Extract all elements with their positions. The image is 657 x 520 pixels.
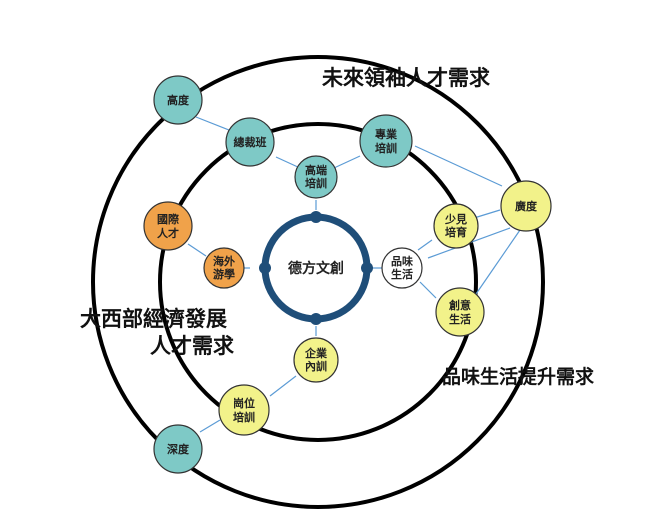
connector-gaodu-zongcai bbox=[195, 116, 235, 133]
node-shendu: 深度 bbox=[153, 424, 203, 474]
core-hub-label: 德方文創 bbox=[288, 260, 344, 277]
label-quality-life: 品味生活提升需求 bbox=[442, 365, 595, 388]
connector-pinwei-chuangyi bbox=[419, 281, 437, 299]
middle-ring bbox=[158, 122, 478, 442]
node-gaodu: 高度 bbox=[153, 75, 203, 125]
label-western-dev-line1: 大西部經濟發展 bbox=[80, 307, 227, 331]
svg-text:培訓: 培訓 bbox=[233, 410, 255, 424]
connector-zhuanye-guangdu bbox=[414, 145, 503, 187]
svg-text:廣度: 廣度 bbox=[515, 199, 538, 213]
svg-text:國際: 國際 bbox=[157, 212, 180, 226]
core-dot-top bbox=[310, 211, 322, 223]
node-pinwei: 品味 生活 bbox=[381, 247, 423, 289]
node-zhuanye: 專業 培訓 bbox=[359, 114, 413, 168]
svg-text:內訓: 內訓 bbox=[305, 359, 327, 373]
connector-gaoduan-zhuanye bbox=[333, 155, 361, 169]
node-qiye: 企業 內訓 bbox=[293, 337, 339, 383]
node-zongcaiban: 總裁班 bbox=[225, 117, 275, 167]
svg-text:品味: 品味 bbox=[391, 254, 413, 268]
connector-guangdu-shaojian bbox=[473, 209, 501, 219]
core-dot-right bbox=[361, 262, 373, 274]
svg-text:培訓: 培訓 bbox=[375, 141, 397, 155]
svg-text:人才: 人才 bbox=[157, 226, 179, 240]
connector-zongcai-gaoduan bbox=[275, 156, 301, 169]
svg-text:創意: 創意 bbox=[448, 298, 471, 312]
svg-text:培育: 培育 bbox=[445, 225, 467, 239]
core-dot-left bbox=[259, 262, 271, 274]
connector-qiye-gangwei bbox=[269, 375, 297, 397]
svg-text:深度: 深度 bbox=[167, 442, 190, 456]
node-guangdu: 廣度 bbox=[500, 180, 552, 232]
node-guoji: 國際 人才 bbox=[143, 201, 193, 251]
label-western-dev-line2: 人才需求 bbox=[150, 334, 234, 358]
label-future-talent: 未來領袖人才需求 bbox=[322, 66, 490, 90]
svg-text:生活: 生活 bbox=[449, 312, 471, 326]
svg-text:生活: 生活 bbox=[391, 267, 413, 281]
svg-text:高度: 高度 bbox=[167, 93, 190, 107]
node-shaojian: 少見 培育 bbox=[433, 203, 479, 249]
core-dot-bottom bbox=[310, 313, 322, 325]
svg-text:崗位: 崗位 bbox=[233, 396, 255, 410]
connector-guoji-haiwai bbox=[187, 243, 207, 257]
svg-text:海外: 海外 bbox=[213, 254, 235, 268]
svg-text:少見: 少見 bbox=[444, 212, 467, 226]
svg-text:游學: 游學 bbox=[213, 267, 235, 281]
connector-gangwei-shendu bbox=[199, 419, 221, 433]
connector-guangdu-chuangyi bbox=[475, 229, 521, 295]
svg-text:高端: 高端 bbox=[305, 163, 327, 177]
svg-text:總裁班: 總裁班 bbox=[234, 135, 267, 149]
node-haiwai: 海外 游學 bbox=[203, 247, 245, 289]
connectors bbox=[187, 116, 521, 433]
connector-pinwei-shaojian bbox=[417, 239, 433, 251]
node-chuangyi: 創意 生活 bbox=[435, 287, 485, 337]
svg-text:企業: 企業 bbox=[304, 346, 328, 360]
svg-text:專業: 專業 bbox=[375, 127, 398, 141]
node-gangwei: 崗位 培訓 bbox=[218, 384, 270, 436]
outer-ring bbox=[91, 55, 545, 509]
node-gaoduan: 高端 培訓 bbox=[294, 155, 338, 199]
svg-text:培訓: 培訓 bbox=[305, 176, 327, 190]
